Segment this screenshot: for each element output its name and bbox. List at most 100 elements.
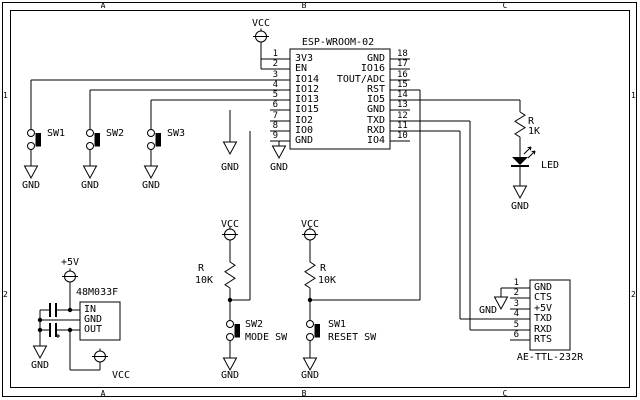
r-reset-value: 10K — [318, 275, 337, 286]
r-reset-ref: R — [320, 263, 327, 274]
gnd-label: GND — [478, 305, 497, 316]
frame-row-1-right: 1 — [631, 91, 636, 100]
gnd-label: GND — [220, 370, 240, 381]
resistor-10k-mode[interactable] — [224, 261, 236, 289]
esp-pin-number: 14 — [397, 90, 408, 100]
vcc-symbol-reset[interactable] — [302, 226, 318, 241]
esp-pin-label: IO14 — [295, 74, 320, 85]
esp-pin-label: RST — [366, 84, 385, 95]
gnd-label: GND — [269, 162, 289, 173]
r1-ref: R — [528, 116, 535, 127]
vcc-symbol-regulator[interactable] — [92, 348, 108, 363]
frame-row-2-left: 2 — [3, 290, 8, 299]
led-label: LED — [541, 160, 560, 171]
esp-pin-label: GND — [295, 135, 314, 146]
esp-pin-number: 10 — [397, 131, 408, 141]
r-mode-ref: R — [197, 263, 204, 274]
esp-pin-number: 17 — [397, 59, 408, 69]
frame-col-a-bottom: A — [100, 389, 106, 398]
frame-col-b-bottom: B — [301, 389, 307, 398]
esp-pin-number: 18 — [397, 49, 408, 59]
esp-pin-label: IO13 — [295, 94, 320, 105]
serial-pin-label: CTS — [534, 292, 553, 303]
esp-pin-number: 3 — [272, 70, 278, 80]
frame-col-c-top: C — [502, 1, 508, 10]
esp-title: ESP-WROOM-02 — [301, 37, 375, 48]
esp-pin-label: RXD — [366, 125, 385, 136]
esp-pin-label: EN — [295, 63, 308, 74]
serial-pin-number: 1 — [513, 278, 519, 288]
esp-pin-number: 12 — [397, 111, 408, 121]
esp-pin-label: GND — [366, 53, 385, 64]
reset-sw-ref: SW1 — [328, 319, 347, 330]
gnd-arrow — [23, 141, 528, 372]
resistor-1k[interactable] — [514, 111, 526, 138]
serial-pin-label: TXD — [534, 313, 553, 324]
esp-pin-number: 15 — [397, 80, 408, 90]
serial-pin-number: 5 — [513, 320, 519, 330]
sw2-ref: SW2 — [106, 128, 125, 139]
regulator-48m033f-body[interactable] — [79, 301, 121, 341]
serial-connector-body[interactable] — [529, 279, 571, 351]
capacitor-input[interactable] — [49, 303, 57, 317]
switch-sw3[interactable] — [147, 129, 162, 150]
esp-pin-number: 9 — [272, 131, 278, 141]
vcc-symbol-mode[interactable] — [222, 226, 238, 241]
serial-pin-label: RTS — [534, 334, 553, 345]
vcc-label: VCC — [220, 219, 240, 230]
serial-part: AE-TTL-232R — [516, 352, 584, 363]
reset-sw-name: RESET SW — [328, 332, 377, 343]
frame-col-c-bottom: C — [502, 389, 508, 398]
vcc-label: VCC — [112, 370, 131, 381]
frame-col-b-top: B — [301, 1, 307, 10]
r-mode-value: 10K — [194, 275, 213, 286]
esp-pin-number: 6 — [272, 100, 278, 110]
esp-pin-number: 5 — [272, 90, 278, 100]
esp-pin-label: IO0 — [295, 125, 314, 136]
esp-wroom-02-body[interactable] — [289, 48, 391, 150]
serial-pin-number: 2 — [513, 288, 519, 298]
r1-value: 1K — [528, 126, 541, 137]
esp-pin-label: IO4 — [366, 135, 385, 146]
esp-pin-label: IO2 — [295, 115, 314, 126]
esp-pin-number: 7 — [272, 111, 278, 121]
junction-dot — [37, 297, 313, 333]
frame-row-2-right: 2 — [631, 290, 636, 299]
capacitor-output-polarized[interactable] — [49, 323, 60, 338]
plus-polarity-mark — [56, 334, 60, 338]
esp-pin-number: 4 — [272, 80, 278, 90]
esp-pin-number: 8 — [272, 121, 278, 131]
plus5v-symbol[interactable] — [62, 268, 78, 283]
esp-pin-number: 2 — [272, 59, 278, 69]
serial-pin-number: 6 — [513, 330, 519, 340]
gnd-label: GND — [300, 370, 320, 381]
resistor-10k-reset[interactable] — [304, 261, 316, 289]
sw3-ref: SW3 — [167, 128, 186, 139]
esp-pin-label: IO15 — [295, 104, 320, 115]
gnd-label: GND — [141, 180, 161, 191]
mode-sw-name: MODE SW — [245, 332, 288, 343]
vcc-symbol-top[interactable] — [253, 28, 269, 43]
serial-pin-label: +5V — [534, 303, 553, 314]
sw1-ref: SW1 — [47, 128, 66, 139]
esp-pin-label: TXD — [366, 115, 385, 126]
mode-sw-ref: SW2 — [245, 319, 264, 330]
led-symbol[interactable] — [511, 146, 536, 167]
wire — [30, 42, 530, 371]
regulator-part: 48M033F — [76, 287, 119, 298]
esp-pin-number: 16 — [397, 70, 408, 80]
switch-reset[interactable] — [306, 320, 321, 341]
switch-sw2[interactable] — [86, 129, 101, 150]
gnd-label: GND — [30, 360, 50, 371]
regulator-pin-out: OUT — [84, 324, 103, 335]
esp-pin-label: TOUT/ADC — [336, 74, 385, 85]
serial-pin-label: GND — [534, 282, 553, 293]
gnd-label: GND — [510, 201, 530, 212]
switch-mode[interactable] — [226, 320, 241, 341]
regulator-pin-in: IN — [84, 304, 97, 315]
frame-col-a-top: A — [100, 1, 106, 10]
switch-sw1[interactable] — [27, 129, 42, 150]
esp-pin-number: 13 — [397, 100, 408, 110]
serial-pin-number: 3 — [513, 299, 519, 309]
